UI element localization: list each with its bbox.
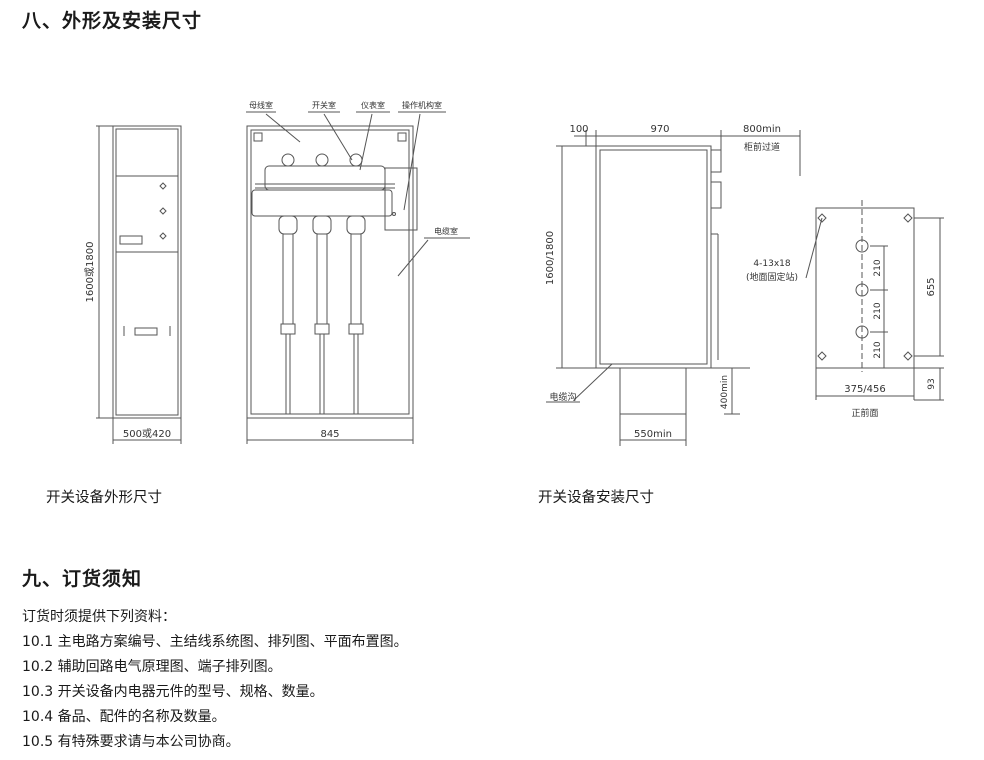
- side-section-drawing: [246, 111, 470, 444]
- ordering-line-2: 10.2 辅助回路电气原理图、端子排列图。: [22, 659, 282, 675]
- section-9-heading: 九、订货须知: [22, 568, 143, 590]
- dim-970: 970: [650, 124, 669, 135]
- mechanism-room-label: 操作机构室: [402, 100, 442, 110]
- ground-fix-label: (地面固定站): [746, 271, 798, 283]
- busbar-room-label: 母线室: [249, 100, 273, 110]
- depth-dim-label: 845: [320, 429, 339, 440]
- ordering-line-0: 订货时须提供下列资料：: [22, 609, 176, 625]
- cable-room-label: 电缆室: [434, 226, 458, 236]
- ordering-line-5: 10.5 有特殊要求请与本公司协商。: [22, 734, 240, 750]
- pitch-210-2: 210: [873, 302, 883, 319]
- base-plan-drawing: [805, 200, 944, 401]
- ordering-line-4: 10.4 备品、配件的名称及数量。: [22, 709, 226, 725]
- offset-93: 93: [927, 378, 937, 389]
- dimension-drawings: 1600或1800 500或420 845 母线室 开关室 仪表室 操作机构室 …: [84, 100, 944, 446]
- figure-caption-outline: 开关设备外形尺寸: [46, 490, 162, 506]
- front-aisle-label: 柜前过道: [744, 141, 780, 153]
- height-dim-label: 1600或1800: [84, 242, 96, 303]
- ordering-line-1: 10.1 主电路方案编号、主结线系统图、排列图、平面布置图。: [22, 634, 408, 650]
- bolt-holes-label: 4-13x18: [753, 259, 790, 269]
- ordering-line-3: 10.3 开关设备内电器元件的型号、规格、数量。: [22, 684, 324, 700]
- front-view-label: 正前面: [851, 407, 878, 419]
- pitch-210-1: 210: [873, 259, 883, 276]
- figure-caption-installation: 开关设备安装尺寸: [538, 490, 654, 506]
- pit-width-dim: 550min: [634, 429, 672, 440]
- front-view-drawing: [96, 125, 182, 444]
- section-8-heading: 八、外形及安装尺寸: [22, 10, 203, 32]
- pitch-210-3: 210: [873, 341, 883, 358]
- instrument-room-label: 仪表室: [361, 100, 385, 110]
- span-655: 655: [926, 277, 937, 296]
- switch-room-label: 开关室: [312, 100, 336, 110]
- pit-depth-dim: 400min: [720, 375, 730, 409]
- install-height-dim: 1600/1800: [545, 231, 556, 285]
- dim-800min: 800min: [743, 124, 781, 135]
- install-side-drawing: [546, 130, 801, 446]
- cable-trench-label: 电缆沟: [549, 391, 576, 403]
- dim-100: 100: [569, 124, 588, 135]
- width-dim-label: 500或420: [123, 428, 171, 440]
- base-width-dim: 375/456: [844, 384, 886, 395]
